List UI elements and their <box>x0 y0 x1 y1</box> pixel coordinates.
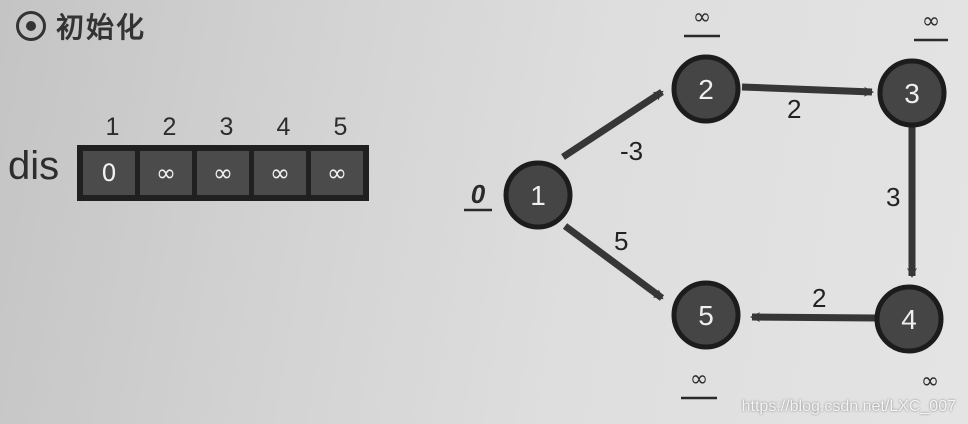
edge-1-5: 5 <box>562 223 665 301</box>
edge-weight: 5 <box>614 226 628 256</box>
edge-weight: 3 <box>886 182 900 212</box>
node-label: 2 <box>698 74 714 105</box>
array-index: 3 <box>219 113 234 141</box>
node-4: 4 <box>874 284 944 354</box>
array-index: 2 <box>162 113 177 141</box>
node-1: 1 <box>503 160 573 230</box>
node-label: 4 <box>901 304 917 335</box>
svg-text:∞: ∞ <box>693 5 711 30</box>
edge-weight: -3 <box>620 136 643 166</box>
array-index: 1 <box>105 113 120 141</box>
dist-label-node-4: ∞ <box>921 369 939 394</box>
heading-title: 初始化 <box>56 11 147 44</box>
bullet-icon <box>16 11 46 41</box>
edge-weight: 2 <box>787 94 801 124</box>
dist-label-node-3: ∞ <box>914 9 948 42</box>
node-3: 3 <box>877 58 947 128</box>
array-index-row: 1 2 3 4 5 <box>84 113 369 142</box>
array-cell: ∞ <box>140 151 192 195</box>
watermark: https://blog.csdn.net/LXC_007 <box>741 398 956 415</box>
edge-2-3: 2 <box>741 83 874 124</box>
svg-text:0: 0 <box>471 179 486 209</box>
svg-text:∞: ∞ <box>922 9 940 34</box>
dist-label-node-1: 0 <box>464 179 492 212</box>
section-heading: 初始化 <box>16 6 146 46</box>
array-cell: ∞ <box>311 151 363 195</box>
array-label: dis <box>8 144 60 188</box>
node-2: 2 <box>671 54 741 124</box>
array-cell: 0 <box>83 151 135 195</box>
edge-4-5: 2 <box>750 283 877 323</box>
array-cell: ∞ <box>254 151 306 195</box>
svg-text:∞: ∞ <box>690 367 708 392</box>
dis-array: 0 ∞ ∞ ∞ ∞ <box>77 145 369 201</box>
array-index: 5 <box>333 113 348 141</box>
edge-1-2: -3 <box>561 89 664 166</box>
array-cell: ∞ <box>197 151 249 195</box>
node-label: 3 <box>904 78 920 109</box>
array-index: 4 <box>276 113 291 141</box>
dist-label-node-5: ∞ <box>681 367 717 400</box>
edge-3-4: 3 <box>886 126 917 278</box>
dist-label-node-2: ∞ <box>684 5 720 38</box>
edge-weight: 2 <box>812 283 826 313</box>
node-label: 1 <box>530 180 546 211</box>
svg-text:∞: ∞ <box>921 369 939 394</box>
node-label: 5 <box>698 300 714 331</box>
node-5: 5 <box>671 280 741 350</box>
